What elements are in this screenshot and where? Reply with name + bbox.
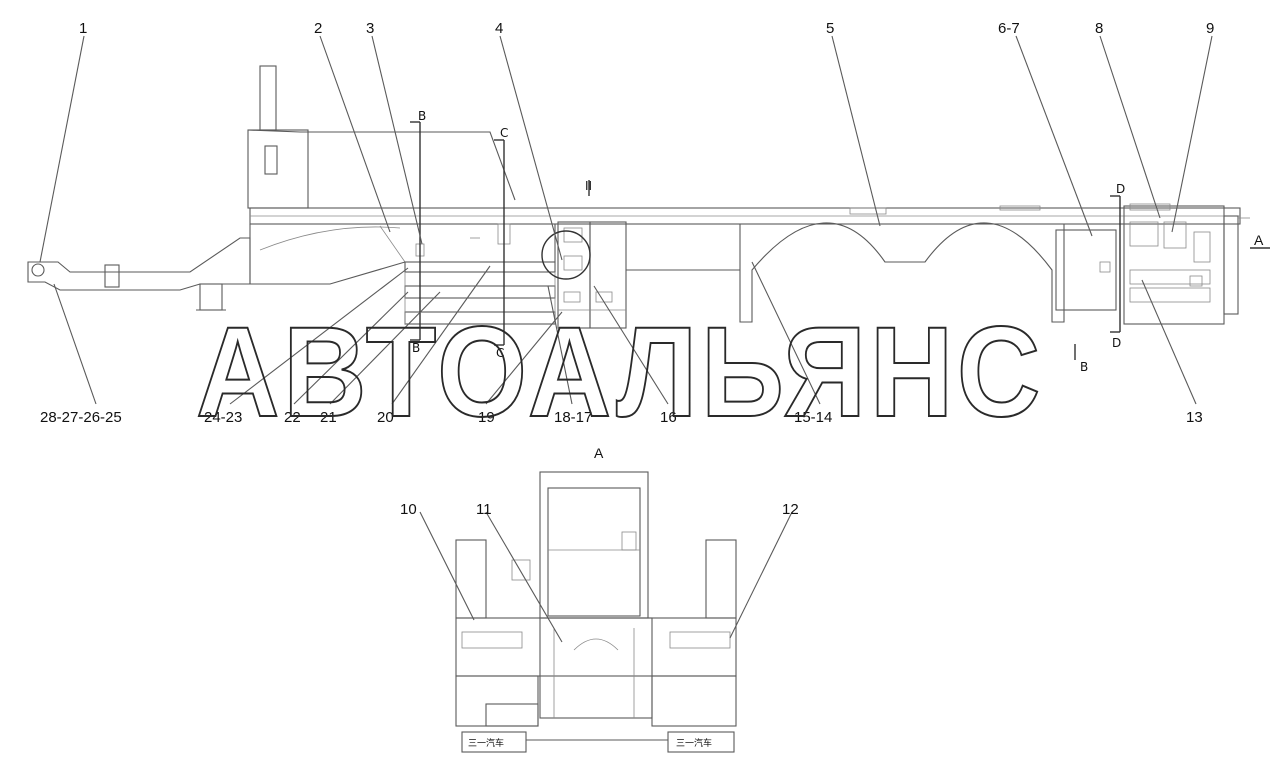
callouts-top: 1 2 3 4 5 6-7 8 9 <box>79 20 1214 37</box>
callout-21: 21 <box>320 409 337 426</box>
callout-9: 9 <box>1206 20 1214 37</box>
section-d-bottom: D <box>1112 336 1121 350</box>
callout-5: 5 <box>826 20 834 37</box>
side-view <box>27 65 1250 329</box>
callout-6-7: 6-7 <box>998 20 1020 37</box>
leader-lines <box>39 35 1213 643</box>
section-mark-labels: B B C C D D B A II <box>412 109 1264 374</box>
callout-8: 8 <box>1095 20 1103 37</box>
detail-two-label: II <box>585 179 592 193</box>
callout-15-14: 15-14 <box>794 409 832 426</box>
callout-28-27-26-25: 28-27-26-25 <box>40 409 122 426</box>
rear-plate-right: 三一汽车 <box>676 737 712 749</box>
view-a-arrow-label: A <box>1254 232 1264 248</box>
callouts-view-a: 10 11 12 <box>400 501 799 518</box>
callout-3: 3 <box>366 20 374 37</box>
callout-2: 2 <box>314 20 322 37</box>
section-marks <box>410 121 1270 360</box>
callout-18-17: 18-17 <box>554 409 592 426</box>
watermark-text: АВТОАЛЬЯНС <box>196 301 1044 444</box>
callout-10: 10 <box>400 501 417 518</box>
callout-24-23: 24-23 <box>204 409 242 426</box>
callouts-bottom: 28-27-26-25 24-23 22 21 20 19 18-17 16 1… <box>40 409 1203 426</box>
section-c-bottom: C <box>496 346 504 360</box>
callout-12: 12 <box>782 501 799 518</box>
section-b-top: B <box>418 109 426 123</box>
callout-20: 20 <box>377 409 394 426</box>
view-a-title: A <box>594 445 604 461</box>
section-c-top: C <box>500 126 508 140</box>
section-b-bottom: B <box>412 341 420 355</box>
callout-1: 1 <box>79 20 87 37</box>
callout-11: 11 <box>476 501 492 518</box>
rear-plate-left: 三一汽车 <box>468 737 504 749</box>
section-b-arrow: B <box>1080 360 1088 374</box>
callout-4: 4 <box>495 20 503 37</box>
callout-16: 16 <box>660 409 677 426</box>
callout-19: 19 <box>478 409 495 426</box>
callout-13: 13 <box>1186 409 1203 426</box>
callout-22: 22 <box>284 409 301 426</box>
section-d-top: D <box>1116 182 1125 196</box>
rear-view-a <box>455 471 737 753</box>
